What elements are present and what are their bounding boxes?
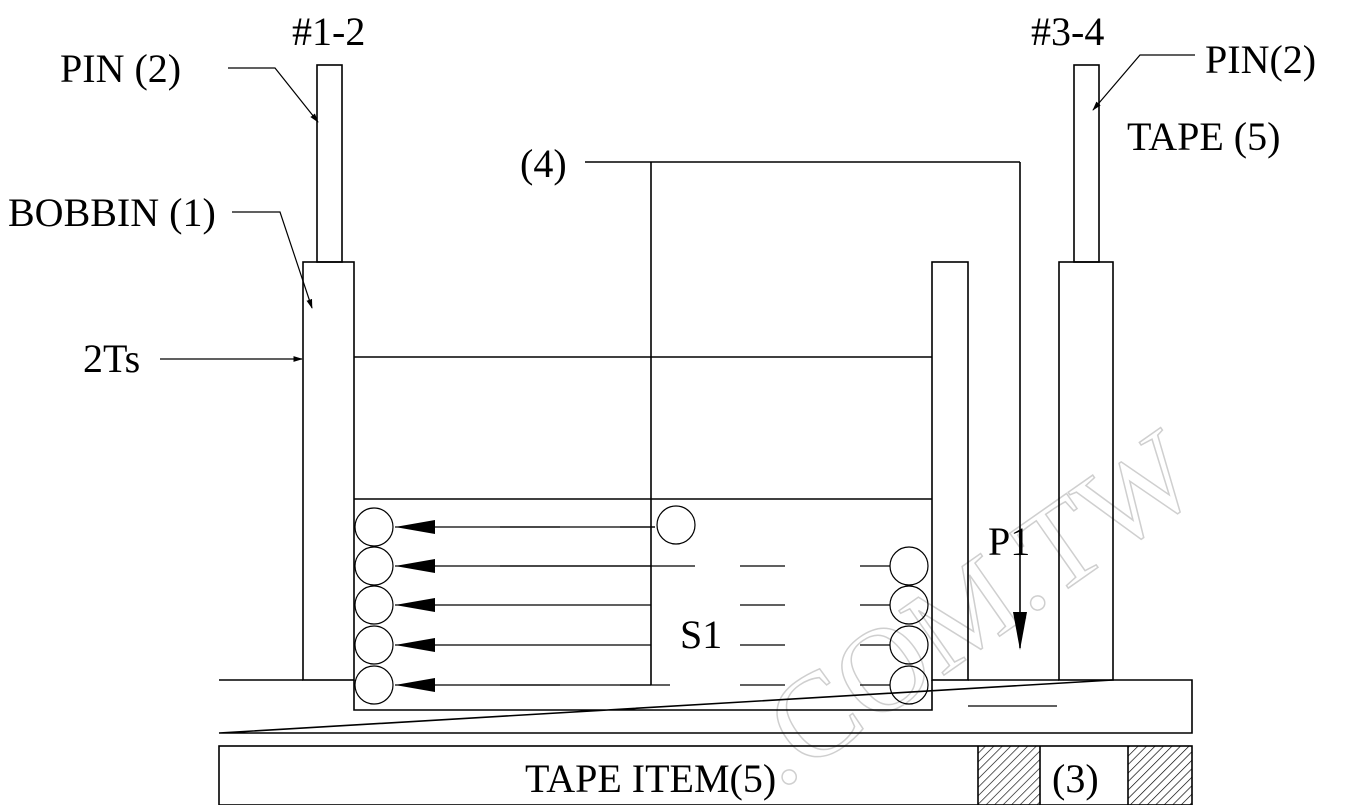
bobbin-right-wall <box>931 261 969 681</box>
pin-left-leader <box>228 67 319 123</box>
wire-circle <box>354 625 394 665</box>
base-item-label: (3) <box>1052 756 1099 801</box>
watermark-text: .COM.TW <box>719 404 1222 805</box>
bobbin-left-wall <box>302 261 355 681</box>
p1-arrowhead <box>1013 612 1027 650</box>
tape-top-label: TAPE (5) <box>1127 114 1280 159</box>
bobbin-leader <box>232 211 313 309</box>
pin-left-label: PIN (2) <box>60 46 181 91</box>
winding-dash-segments <box>500 526 890 686</box>
pin-right-leader <box>1092 54 1195 111</box>
pin-right-label: PIN(2) <box>1205 37 1316 82</box>
wire-label: (4) <box>520 141 567 186</box>
left-winding-column <box>354 507 394 705</box>
bobbin-base <box>218 679 1193 734</box>
secondary-label: S1 <box>680 612 722 657</box>
wire-circle <box>354 546 394 586</box>
left-pin <box>316 64 343 263</box>
wire-circle <box>354 507 394 547</box>
wire-circle <box>354 585 394 625</box>
winding-arrows <box>395 520 655 692</box>
turns-label: 2Ts <box>83 336 140 381</box>
wire-circle-start <box>656 505 696 545</box>
tape-hatch-left <box>978 746 1040 805</box>
pin-left-number: #1-2 <box>292 9 365 54</box>
primary-label: P1 <box>988 519 1030 564</box>
bobbin-label: BOBBIN (1) <box>8 190 216 235</box>
right-tape-column <box>1058 261 1114 681</box>
tape-hatch-right <box>1128 746 1192 805</box>
right-pin <box>1073 64 1100 263</box>
tape-item-label: TAPE ITEM(5) <box>525 756 776 801</box>
wire-circle <box>354 665 394 705</box>
pin-right-number: #3-4 <box>1031 9 1104 54</box>
